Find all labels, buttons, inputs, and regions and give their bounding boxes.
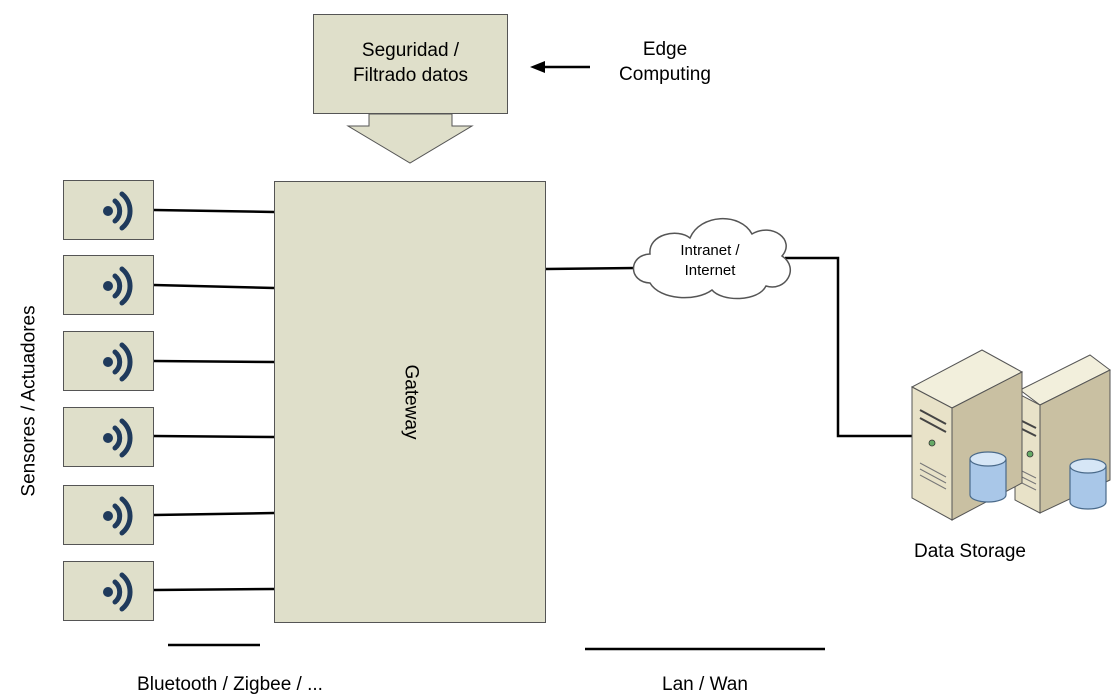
cloud-storage-link — [785, 258, 915, 436]
sensor-node — [63, 561, 154, 621]
security-filter-box: Seguridad / Filtrado datos — [313, 14, 508, 114]
edge-computing-line2: Computing — [590, 63, 740, 88]
sensor-node — [63, 331, 154, 391]
network-cloud-line2: Internet — [650, 261, 770, 281]
sensor-node — [63, 485, 154, 545]
network-cloud-label: Intranet / Internet — [650, 241, 770, 282]
data-storage-label: Data Storage — [880, 541, 1060, 564]
left-arrow-icon — [530, 61, 590, 73]
sensor-link — [154, 361, 274, 362]
sensor-node — [63, 407, 154, 467]
local-link-legend-label: Bluetooth / Zigbee / ... — [100, 674, 360, 697]
edge-computing-line1: Edge — [590, 38, 740, 63]
sensor-link — [154, 436, 274, 437]
wireless-signal-icon — [94, 337, 144, 387]
network-cloud-line1: Intranet / — [650, 241, 770, 261]
sensor-link — [154, 285, 274, 288]
sensors-group-label: Sensores / Actuadores — [19, 305, 42, 496]
security-filter-label-line2: Filtrado datos — [353, 64, 468, 89]
sensor-link — [154, 589, 274, 590]
wireless-signal-icon — [94, 186, 144, 236]
sensor-node — [63, 255, 154, 315]
gateway-label: Gateway — [399, 365, 422, 440]
edge-computing-label: Edge Computing — [590, 38, 740, 87]
wireless-signal-icon — [94, 567, 144, 617]
wireless-signal-icon — [94, 413, 144, 463]
down-arrow — [348, 114, 472, 163]
security-filter-label-line1: Seguridad / — [362, 39, 459, 64]
sensor-node — [63, 180, 154, 240]
wireless-signal-icon — [94, 261, 144, 311]
wide-link-legend-label: Lan / Wan — [605, 674, 805, 697]
gateway-cloud-link — [546, 268, 640, 269]
sensor-link — [154, 210, 274, 212]
wireless-signal-icon — [94, 491, 144, 541]
sensor-link — [154, 513, 274, 515]
server-database-icon — [912, 350, 1110, 520]
